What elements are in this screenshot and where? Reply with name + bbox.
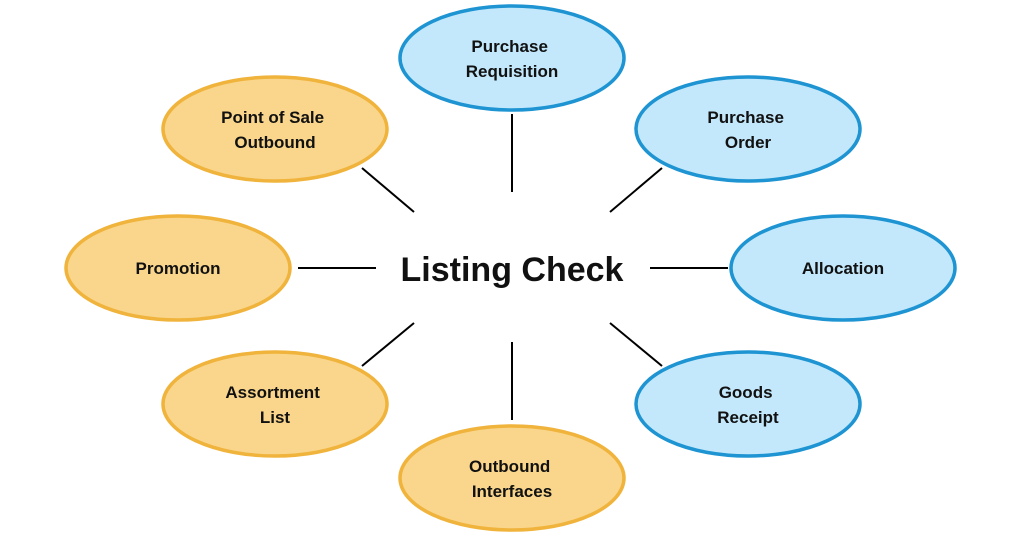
- node-goods-receipt: Goods Receipt: [634, 350, 862, 458]
- node-allocation: Allocation: [729, 214, 957, 322]
- node-goods-receipt-shape: [634, 350, 862, 458]
- node-purchase-order-label: Purchase Order: [707, 108, 788, 152]
- node-point-of-sale-outbound-label: Point of Sale Outbound: [221, 108, 329, 152]
- spoke-point-of-sale-outbound: [361, 167, 415, 213]
- node-outbound-interfaces-label: Outbound Interfaces: [469, 457, 555, 501]
- node-outbound-interfaces: Outbound Interfaces: [398, 424, 626, 532]
- spoke-assortment-list: [361, 322, 415, 367]
- node-allocation-shape: [729, 214, 957, 322]
- node-promotion-label: Promotion: [136, 259, 221, 278]
- node-allocation-label: Allocation: [802, 259, 884, 278]
- node-purchase-requisition: Purchase Requisition: [398, 4, 626, 112]
- node-goods-receipt-label: Goods Receipt: [717, 383, 779, 427]
- node-point-of-sale-outbound-shape: [161, 75, 389, 183]
- node-assortment-list: Assortment List: [161, 350, 389, 458]
- spoke-goods-receipt: [609, 322, 663, 367]
- node-point-of-sale-outbound: Point of Sale Outbound: [161, 75, 389, 183]
- spoke-purchase-order: [609, 167, 663, 213]
- node-promotion: Promotion: [64, 214, 292, 322]
- node-purchase-requisition-shape: [398, 4, 626, 112]
- node-promotion-shape: [64, 214, 292, 322]
- node-assortment-list-shape: [161, 350, 389, 458]
- node-outbound-interfaces-shape: [398, 424, 626, 532]
- node-purchase-order: Purchase Order: [634, 75, 862, 183]
- node-purchase-order-shape: [634, 75, 862, 183]
- node-assortment-list-label: Assortment List: [225, 383, 324, 427]
- node-purchase-requisition-label: Purchase Requisition: [466, 37, 559, 81]
- center-title: Listing Check: [401, 251, 624, 289]
